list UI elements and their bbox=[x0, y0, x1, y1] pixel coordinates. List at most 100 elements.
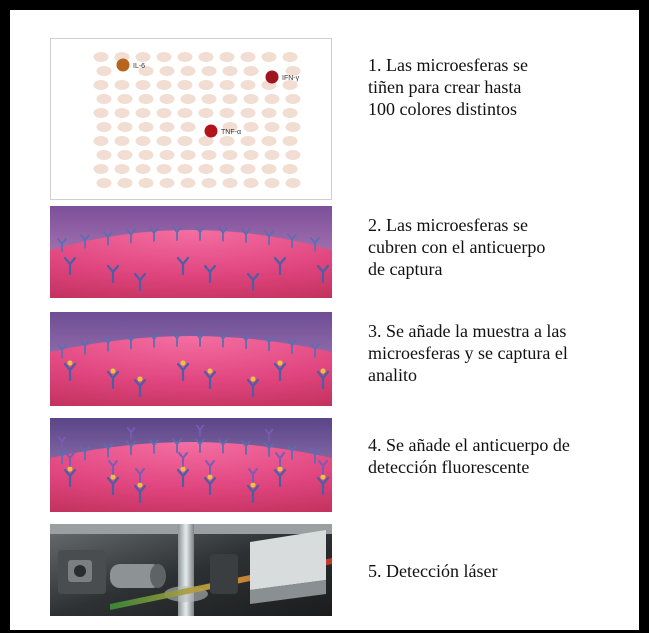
bead bbox=[156, 136, 172, 146]
antibody bbox=[103, 231, 113, 246]
detection-antibody-image bbox=[50, 418, 332, 512]
detection-antibody bbox=[135, 468, 145, 483]
captured-antibodies bbox=[57, 332, 330, 398]
antibody bbox=[172, 332, 182, 348]
bead bbox=[201, 94, 217, 104]
analyte bbox=[250, 482, 256, 488]
bead bbox=[117, 178, 133, 188]
bead bbox=[243, 66, 259, 76]
bead bbox=[219, 80, 235, 90]
antibody bbox=[310, 343, 320, 358]
label-ifng: IFN-γ bbox=[282, 75, 300, 82]
antibody bbox=[126, 228, 136, 244]
caption-step-5: 5. Detección láser bbox=[368, 560, 497, 582]
antibody bbox=[203, 370, 217, 390]
analyte bbox=[320, 474, 326, 480]
analyte bbox=[180, 360, 186, 366]
antibody bbox=[106, 370, 120, 390]
bead bbox=[180, 94, 196, 104]
caption-line: de captura bbox=[368, 259, 443, 279]
antibody bbox=[172, 226, 182, 242]
bead bbox=[240, 80, 256, 90]
bead bbox=[138, 66, 154, 76]
antibody bbox=[264, 336, 274, 352]
antibody bbox=[176, 362, 190, 382]
caption-step-4: 4. Se añade el anticuerpo de detección f… bbox=[368, 434, 570, 478]
bead bbox=[222, 178, 238, 188]
caption-line: 4. Se añade el anticuerpo de bbox=[368, 435, 570, 455]
analyte bbox=[277, 360, 283, 366]
antibody bbox=[246, 272, 260, 292]
antibody bbox=[203, 264, 217, 284]
bead bbox=[264, 178, 280, 188]
bead bbox=[159, 150, 175, 160]
detection-antibody bbox=[58, 436, 66, 449]
antibody bbox=[63, 362, 77, 382]
analyte bbox=[277, 466, 283, 472]
bead bbox=[261, 136, 277, 146]
antibody bbox=[80, 234, 90, 249]
antibody bbox=[246, 484, 260, 504]
bead bbox=[114, 136, 130, 146]
bead bbox=[198, 52, 214, 62]
detection-antibody bbox=[265, 429, 273, 442]
antibody bbox=[80, 446, 90, 461]
bead bbox=[285, 66, 301, 76]
bead bbox=[177, 136, 193, 146]
bead-ifng bbox=[265, 70, 279, 84]
antibody bbox=[176, 256, 190, 276]
antibody bbox=[195, 438, 205, 453]
bead bbox=[285, 94, 301, 104]
analyte bbox=[180, 466, 186, 472]
antibody bbox=[103, 443, 113, 458]
antibody bbox=[264, 442, 274, 458]
bead bbox=[138, 94, 154, 104]
analyte bbox=[67, 466, 73, 472]
bead bbox=[222, 94, 238, 104]
detection-antibody bbox=[196, 424, 204, 437]
bead bbox=[201, 178, 217, 188]
antibody bbox=[195, 226, 205, 241]
bead bbox=[264, 122, 280, 132]
panel-laser bbox=[50, 524, 332, 616]
panel-detection-antibody bbox=[50, 418, 332, 512]
label-il6: IL-6 bbox=[133, 63, 145, 70]
antibody bbox=[273, 256, 287, 276]
analyte bbox=[207, 368, 213, 374]
antibody bbox=[57, 450, 67, 465]
bead bbox=[117, 94, 133, 104]
antibody bbox=[106, 264, 120, 284]
bead bbox=[156, 80, 172, 90]
antibody bbox=[241, 228, 251, 244]
antibody bbox=[63, 468, 77, 488]
antibody bbox=[310, 449, 320, 464]
caption-line: cubren con el anticuerpo bbox=[368, 237, 546, 257]
detection-antibodies bbox=[57, 424, 330, 504]
bead bbox=[240, 164, 256, 174]
bead bbox=[180, 122, 196, 132]
bead bbox=[177, 108, 193, 118]
bead bbox=[219, 164, 235, 174]
bead bbox=[138, 150, 154, 160]
antibody bbox=[133, 272, 147, 292]
bead bbox=[261, 52, 277, 62]
laser-detection-image bbox=[50, 524, 332, 616]
bead bbox=[240, 108, 256, 118]
analyte bbox=[250, 376, 256, 382]
antibody bbox=[203, 476, 217, 496]
bead bbox=[180, 178, 196, 188]
figure-frame: IL-6 IFN-γ TNF-α bbox=[10, 10, 639, 630]
bead bbox=[261, 108, 277, 118]
detection-antibody bbox=[108, 460, 118, 475]
antibody bbox=[133, 378, 147, 398]
bead bbox=[198, 136, 214, 146]
caption-step-1: 1. Las microesferas se tiñen para crear … bbox=[368, 54, 528, 120]
antibody bbox=[126, 440, 136, 456]
bead bbox=[159, 122, 175, 132]
antibody bbox=[106, 476, 120, 496]
analyte-image bbox=[50, 312, 332, 406]
detection-antibody bbox=[318, 460, 328, 475]
bead bbox=[219, 136, 235, 146]
bead bbox=[282, 80, 298, 90]
antibody bbox=[218, 333, 228, 348]
